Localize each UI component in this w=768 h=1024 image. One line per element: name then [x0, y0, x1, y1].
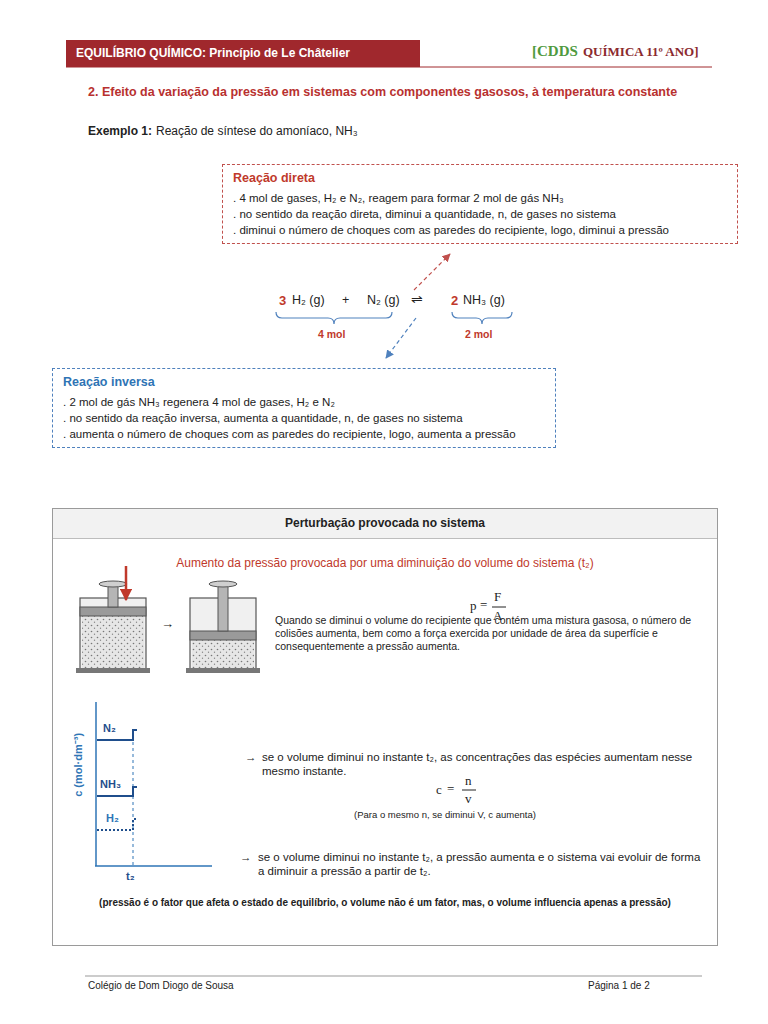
axis-label: c (mol·dm⁻³): [72, 715, 86, 815]
formula-symbol: n: [465, 773, 472, 789]
footer-text: Página 1 de 2: [588, 980, 650, 993]
disturbance-panel: Perturbação provocada no sistema: [52, 508, 718, 946]
note-text: (pressão é o fator que afeta o estado de…: [60, 897, 710, 910]
header-title: EQUILÍBRIO QUÍMICO: Princípio de Le Chât…: [76, 45, 410, 62]
species: NH₃ (g): [463, 293, 505, 309]
mol-count: 2 mol: [465, 328, 492, 341]
forward-reaction-box: Reação direta . 4 mol de gases, H₂ e N₂, …: [222, 164, 738, 244]
box-line: . diminui o número de choques com as par…: [233, 222, 727, 238]
formula-symbol: p: [470, 598, 477, 614]
box-line: . no sentido da reação direta, diminui a…: [233, 206, 727, 222]
formula-symbol: =: [480, 597, 487, 613]
piston-before: [76, 566, 150, 673]
box-line: . 2 mol de gás NH₃ regenera 4 mol de gas…: [63, 394, 545, 410]
panel-heading: Perturbação provocada no sistema: [53, 509, 717, 539]
curve-label: N₂: [103, 722, 116, 736]
example-text: Reação de síntese do amoníaco, NH₃: [156, 124, 358, 139]
formula-symbol: =: [447, 781, 454, 797]
brand-mark: [CDDS: [532, 42, 578, 61]
reverse-reaction-box: Reação inversa . 2 mol de gás NH₃ regener…: [52, 368, 556, 448]
product-brace: [452, 312, 512, 324]
coefficient: 2: [451, 293, 458, 309]
species: H₂ (g): [292, 293, 325, 309]
box-line: . no sentido da reação inversa, aumenta …: [63, 410, 545, 426]
species: N₂ (g): [367, 293, 400, 309]
footer-text: Colégio de Dom Diogo de Sousa: [88, 980, 234, 993]
piston-after: [186, 581, 260, 673]
header-band: EQUILÍBRIO QUÍMICO: Princípio de Le Chât…: [66, 40, 420, 67]
axis-label: t₂: [126, 870, 135, 884]
equilibrium-sign: ⇌: [411, 291, 423, 309]
reactant-brace: [276, 312, 392, 324]
footer-rule: [85, 976, 702, 977]
concentration-graph: [95, 702, 212, 866]
curve-label: H₂: [106, 812, 119, 826]
forward-arrow: [414, 254, 450, 290]
example-label: Exemplo 1:: [88, 124, 152, 139]
mol-count: 4 mol: [318, 328, 345, 341]
box-line: . aumenta o número de choques com as par…: [63, 426, 545, 442]
explanation-text: Quando se diminui o volume do recipiente…: [275, 614, 710, 653]
box-heading: Reação inversa: [63, 374, 545, 392]
explanation-text: se o volume diminui no instante t₂, a pr…: [258, 850, 703, 879]
disturbance-title: Aumento da pressão provocada por uma dim…: [60, 556, 710, 571]
box-heading: Reação direta: [233, 170, 727, 188]
fraction-bar: [462, 790, 476, 791]
reverse-arrow: [386, 318, 416, 358]
bullet-arrow: →: [240, 850, 252, 864]
process-arrow: →: [161, 616, 174, 632]
bullet-arrow: →: [245, 750, 257, 764]
note-text: (Para o mesmo n, se diminui V, c aumenta…: [300, 809, 590, 821]
curve-label: NH₃: [100, 778, 121, 792]
coefficient: 3: [279, 293, 286, 309]
explanation-text: se o volume diminui no instante t₂, as c…: [262, 750, 710, 779]
course-label: QUÍMICA 11º ANO]: [583, 44, 699, 60]
formula-symbol: c: [436, 782, 442, 798]
formula-symbol: F: [494, 589, 501, 605]
operator: +: [342, 293, 349, 309]
box-line: . 4 mol de gases, H₂ e N₂, reagem para f…: [233, 190, 727, 206]
section-heading: 2. Efeito da variação da pressão em sist…: [88, 85, 728, 101]
formula-symbol: v: [465, 791, 472, 807]
fraction-bar: [492, 607, 506, 608]
